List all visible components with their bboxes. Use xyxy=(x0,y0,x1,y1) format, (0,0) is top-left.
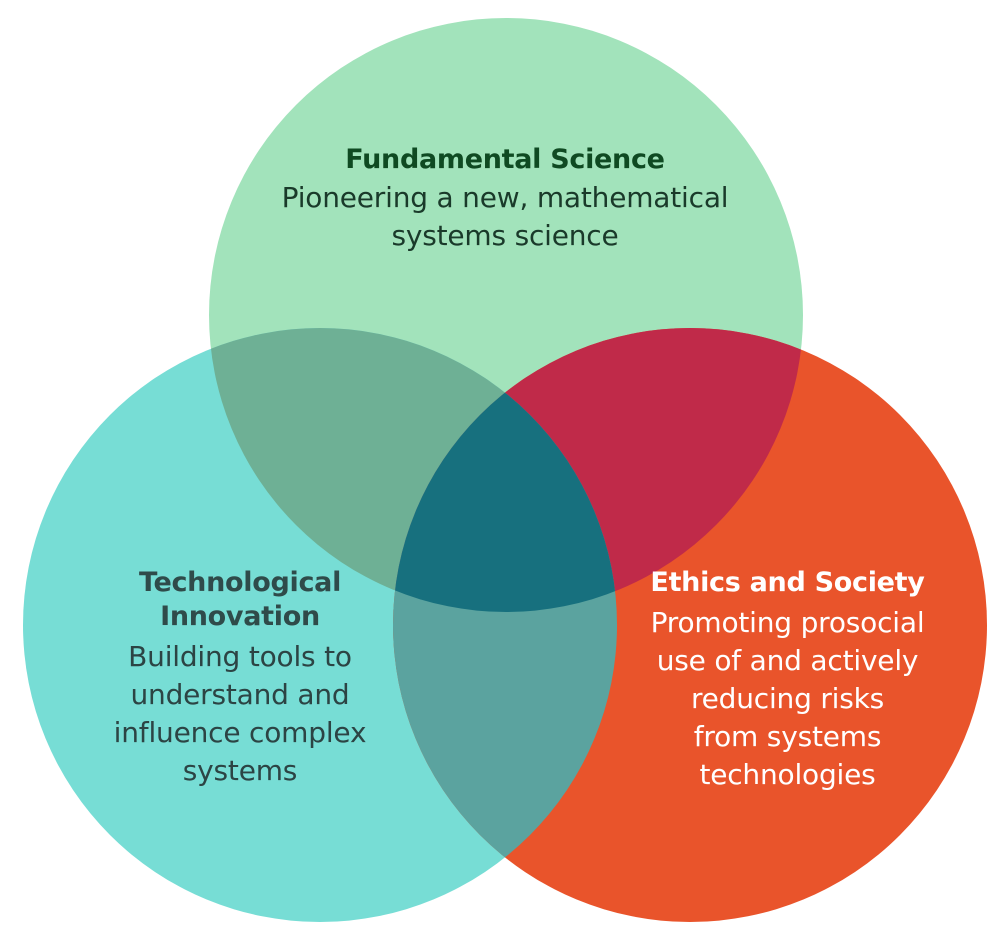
technological-innovation-line: understand and xyxy=(130,678,350,711)
fundamental-science-line: systems science xyxy=(391,219,619,252)
technological-innovation-description: Building tools to understand and influen… xyxy=(60,638,420,790)
ethics-society-line: use of and actively xyxy=(656,644,919,677)
technological-innovation-line: Building tools to xyxy=(128,640,352,673)
fundamental-science-title: Fundamental Science xyxy=(345,144,665,175)
ethics-society-label: Ethics and Society Promoting prosocial u… xyxy=(610,566,965,794)
technological-innovation-label: Technological Innovation Building tools … xyxy=(60,566,420,790)
overlap-all-three xyxy=(393,328,617,612)
ethics-society-title: Ethics and Society xyxy=(650,567,925,598)
technological-innovation-line: systems xyxy=(182,754,298,787)
fundamental-science-label: Fundamental Science Pioneering a new, ma… xyxy=(220,143,790,255)
fundamental-science-line: Pioneering a new, mathematical xyxy=(281,181,729,214)
fundamental-science-description: Pioneering a new, mathematical systems s… xyxy=(220,179,790,255)
ethics-society-description: Promoting prosocial use of and actively … xyxy=(610,604,965,794)
technological-innovation-line: influence complex xyxy=(113,716,367,749)
technological-innovation-title-line: Innovation xyxy=(160,601,320,632)
technological-innovation-title: Technological Innovation xyxy=(60,566,420,634)
ethics-society-line: technologies xyxy=(699,758,876,791)
technological-innovation-title-line: Technological xyxy=(138,567,342,598)
ethics-society-line: reducing risks xyxy=(690,682,885,715)
ethics-society-line: from systems xyxy=(693,720,882,753)
ethics-society-line: Promoting prosocial xyxy=(650,606,925,639)
